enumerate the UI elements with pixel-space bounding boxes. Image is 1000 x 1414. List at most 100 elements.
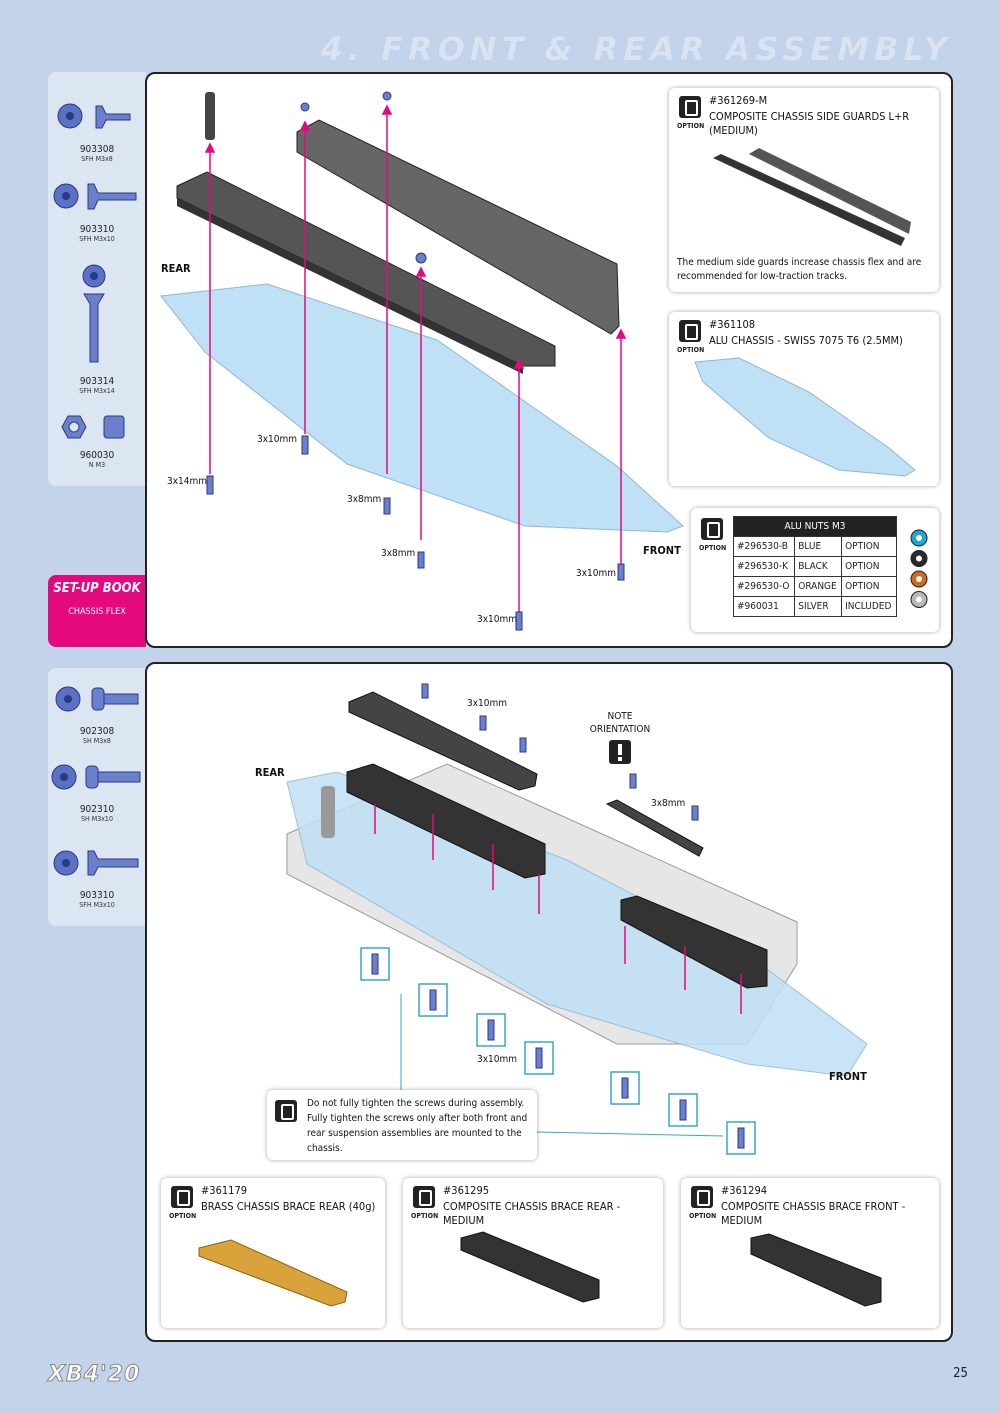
nut-icon — [61, 415, 125, 439]
table-cell: OPTION — [841, 556, 897, 577]
option-box-side-guards: OPTION #361269-M COMPOSITE CHASSIS SIDE … — [669, 88, 939, 292]
step1-diagram — [160, 91, 684, 631]
setup-book-subtitle: CHASSIS FLEX — [68, 607, 126, 617]
rear-label: REAR — [255, 766, 285, 779]
part-number: #361295 — [443, 1184, 490, 1197]
setup-book-title: SET-UP BOOK — [53, 581, 141, 596]
part-name: COMPOSITE CHASSIS BRACE REAR - MEDIUM — [443, 1200, 621, 1227]
part-desc: SFH M3x10 — [79, 901, 115, 909]
setup-book-tab[interactable]: SET-UP BOOK CHASSIS FLEX — [48, 575, 146, 647]
option-label: OPTION — [677, 122, 705, 130]
part-name: ALU CHASSIS - SWISS 7075 T6 (2.5MM) — [709, 334, 903, 347]
option-thumb-icon — [701, 518, 723, 540]
front-label: FRONT — [643, 544, 681, 557]
table-cell: BLACK — [794, 556, 843, 577]
nut-hole — [916, 555, 922, 562]
screw-icon — [53, 850, 139, 876]
option-thumb-icon — [413, 1186, 435, 1208]
part-number: #361108 — [709, 318, 756, 331]
part-code: 903310 — [79, 890, 115, 901]
front-label: FRONT — [829, 1070, 867, 1083]
screw-label: 3x8mm — [347, 494, 382, 505]
step1-panel: REAR FRONT 3x10mm 3x14mm 3x8mm 3x8mm 3x1… — [145, 72, 953, 648]
option-box-composite-front: OPTION #361294 COMPOSITE CHASSIS BRACE F… — [681, 1178, 939, 1328]
option-thumb-icon — [679, 320, 701, 342]
part-960030: 960030 N M3 — [48, 410, 146, 469]
brass-brace-image — [198, 1239, 348, 1307]
part-desc: SH M3x10 — [81, 815, 113, 823]
screw-label: 3x10mm — [477, 614, 518, 625]
hardware-sidebar-bottom: 902308 SH M3x8 902310 SH M3x10 903310 SF… — [48, 668, 146, 926]
alu-nuts-swatches — [910, 529, 928, 608]
part-code: 902310 — [79, 804, 115, 815]
part-code: 960030 — [79, 450, 115, 461]
screw-icon — [53, 183, 137, 210]
screw-label: 3x10mm — [477, 1054, 518, 1065]
table-cell: ORANGE — [794, 576, 843, 597]
option-label: OPTION — [689, 1212, 717, 1220]
screw-icon — [57, 103, 131, 129]
part-desc: SH M3x8 — [83, 737, 111, 745]
screw-icon — [51, 764, 141, 790]
screw-label: 3x8mm — [381, 548, 416, 559]
screw-label: 3x8mm — [651, 798, 686, 809]
table-cell: INCLUDED — [841, 596, 897, 617]
option-thumb-icon — [679, 96, 701, 118]
step2-diagram — [286, 683, 868, 1155]
part-number: #361294 — [721, 1184, 768, 1197]
option-label: OPTION — [677, 346, 705, 354]
product-logo: XB4'20 — [47, 1362, 141, 1388]
page-number: 25 — [953, 1366, 968, 1381]
tip-box: Do not fully tighten the screws during a… — [267, 1090, 537, 1160]
part-name: COMPOSITE CHASSIS BRACE FRONT - MEDIUM — [721, 1200, 906, 1227]
part-name: BRASS CHASSIS BRACE REAR (40g) — [201, 1200, 376, 1213]
table-cell: #960031 — [732, 596, 796, 617]
tip-screw-icon — [275, 1100, 297, 1122]
option-label: OPTION — [411, 1212, 439, 1220]
part-code: 903314 — [79, 376, 115, 387]
tip-text: Do not fully tighten the screws during a… — [307, 1098, 528, 1154]
part-902308: 902308 SH M3x8 — [48, 682, 146, 745]
table-cell: OPTION — [841, 576, 897, 597]
part-desc: SFH M3x10 — [79, 235, 115, 243]
step2-panel: REAR FRONT 3x10mm 3x8mm 3x10mm NOTE ORIE… — [145, 662, 953, 1342]
part-desc: SFH M3x8 — [81, 155, 113, 163]
table-cell: BLUE — [794, 536, 843, 557]
composite-rear-image — [460, 1231, 600, 1303]
part-903310: 903310 SFH M3x10 — [48, 180, 146, 243]
part-902310: 902310 SH M3x10 — [48, 760, 146, 823]
part-code: 903310 — [79, 224, 115, 235]
option-box-brass-brace: OPTION #361179 BRASS CHASSIS BRACE REAR … — [161, 1178, 385, 1328]
option-box-composite-rear: OPTION #361295 COMPOSITE CHASSIS BRACE R… — [403, 1178, 663, 1328]
nut-hole — [916, 576, 922, 582]
screw-label: 3x10mm — [467, 698, 508, 709]
composite-front-image — [750, 1233, 882, 1307]
alu-chassis-image — [694, 357, 916, 477]
screw-icon — [55, 686, 139, 712]
option-label: OPTION — [699, 544, 727, 552]
table-cell: SILVER — [794, 596, 843, 617]
table-title: ALU NUTS M3 — [733, 516, 897, 537]
table-cell: #296530-O — [732, 576, 796, 597]
screw-label: 3x10mm — [257, 434, 298, 445]
option-note: The medium side guards increase chassis … — [677, 257, 922, 282]
part-number: #361179 — [201, 1184, 248, 1197]
option-box-alu-chassis: OPTION #361108 ALU CHASSIS - SWISS 7075 … — [669, 312, 939, 486]
part-code: 903308 — [79, 144, 115, 155]
option-label: OPTION — [169, 1212, 197, 1220]
hardware-sidebar-top: 903308 SFH M3x8 903310 SFH M3x10 903314 … — [48, 72, 146, 486]
option-thumb-icon — [691, 1186, 713, 1208]
part-number: #361269-M — [709, 94, 768, 107]
part-903314: 903314 SFH M3x14 — [48, 262, 146, 395]
part-desc: N M3 — [88, 461, 106, 469]
part-name: COMPOSITE CHASSIS SIDE GUARDS L+R (MEDIU… — [709, 110, 910, 137]
page-title: 4. FRONT & REAR ASSEMBLY — [320, 30, 952, 68]
table-cell: OPTION — [841, 536, 897, 557]
table-cell: #296530-K — [732, 556, 796, 577]
